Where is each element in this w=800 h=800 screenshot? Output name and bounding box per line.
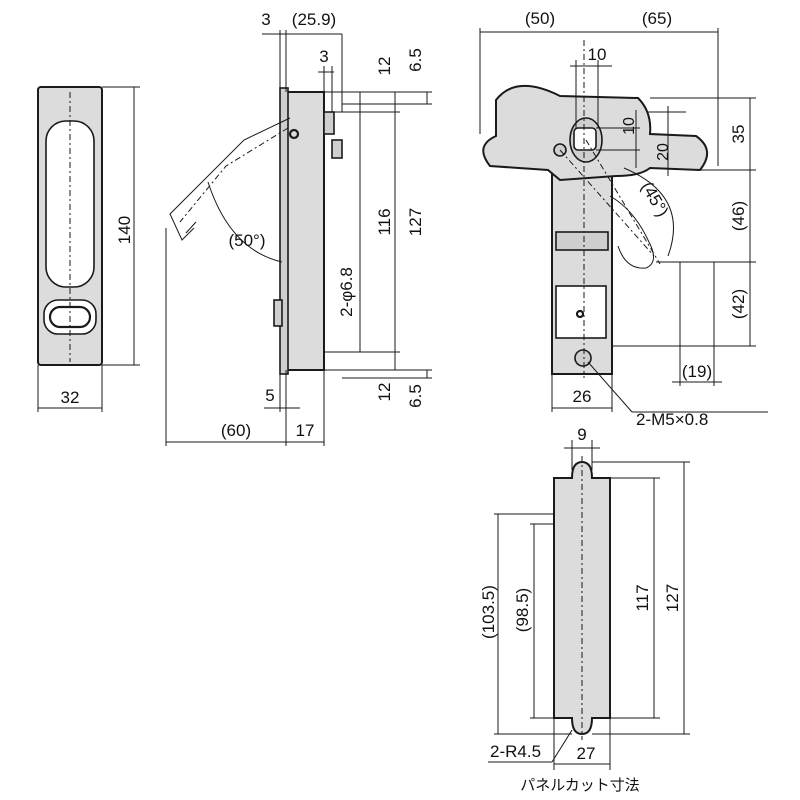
side-latch-knob — [331, 139, 343, 159]
front-height-label: 140 — [115, 216, 134, 244]
side-latch-top — [323, 111, 335, 135]
angle-arc-50 — [207, 181, 283, 263]
hole-pitch-label: 116 — [375, 208, 394, 235]
panel-thick-label: 5 — [265, 386, 274, 405]
turn-path — [609, 195, 654, 269]
right-span-label: (65) — [642, 9, 672, 28]
open-handle-center — [179, 127, 289, 223]
side-panel-flange — [279, 87, 289, 375]
left-span-label: (50) — [525, 9, 555, 28]
cut-width-label: 27 — [577, 744, 596, 763]
key-width-label: 10 — [588, 45, 607, 64]
bottom-gap-a-label: 12 — [375, 383, 394, 402]
top-offset-label: 3 — [261, 10, 270, 29]
top-gap-a-label: 12 — [375, 57, 394, 76]
side-pivot — [288, 128, 300, 140]
top-view: (45°) (50) (65) 10 10 20 35 (46) (42) (1… — [479, 9, 768, 429]
overall-height-label: 127 — [406, 208, 425, 236]
top-screw-head — [574, 349, 592, 367]
side-body — [285, 91, 325, 371]
top-body — [551, 149, 613, 375]
radius-spec-label: 2-R4.5 — [490, 742, 541, 761]
side-view: (50°) 3 (25.9) 3 12 6.5 116 127 2-φ6.8 1… — [165, 10, 432, 446]
panel-cut-caption: パネルカット寸法 — [520, 776, 640, 794]
front-width-label: 32 — [61, 388, 80, 407]
top-gap-b-label: 6.5 — [406, 48, 425, 72]
outer-span-label: (103.5) — [479, 585, 498, 639]
tab-width-label: 9 — [577, 425, 586, 444]
key-offset-label: 20 — [655, 143, 672, 161]
head-height-label: 35 — [729, 125, 748, 144]
open-angle-label: (50°) — [228, 231, 265, 250]
front-view: 140 32 — [37, 86, 140, 412]
open-handle-outline — [169, 117, 291, 241]
tip-width-label: (19) — [682, 362, 712, 381]
open-reach-label: (60) — [221, 421, 251, 440]
side-lower-stop — [273, 299, 283, 327]
key-slot — [573, 127, 597, 151]
top-label-plate — [555, 231, 609, 251]
hole-spec-label: 2-φ6.8 — [337, 267, 356, 317]
top-overall-label: (25.9) — [292, 10, 336, 29]
cut-height-label: 117 — [633, 584, 652, 611]
panel-cut-view: 9 (103.5) (98.5) 117 127 27 2-R4.5 パネルカッ… — [479, 425, 690, 794]
screw-spec-label: 2-M5×0.8 — [636, 410, 708, 429]
turn-angle-arc — [623, 167, 674, 257]
base-width-label: 26 — [573, 387, 592, 406]
turn-angle-label: (45°) — [637, 178, 672, 220]
top-window-dot — [575, 309, 585, 319]
small-step-label: 3 — [319, 47, 328, 66]
body-depth-label: 17 — [296, 421, 315, 440]
total-height-label: 127 — [663, 584, 682, 612]
low-length-label: (42) — [729, 289, 748, 319]
key-height-label: 10 — [621, 117, 638, 135]
bottom-gap-b-label: 6.5 — [406, 384, 425, 408]
mid-length-label: (46) — [729, 201, 748, 231]
inner-span-label: (98.5) — [513, 588, 532, 632]
